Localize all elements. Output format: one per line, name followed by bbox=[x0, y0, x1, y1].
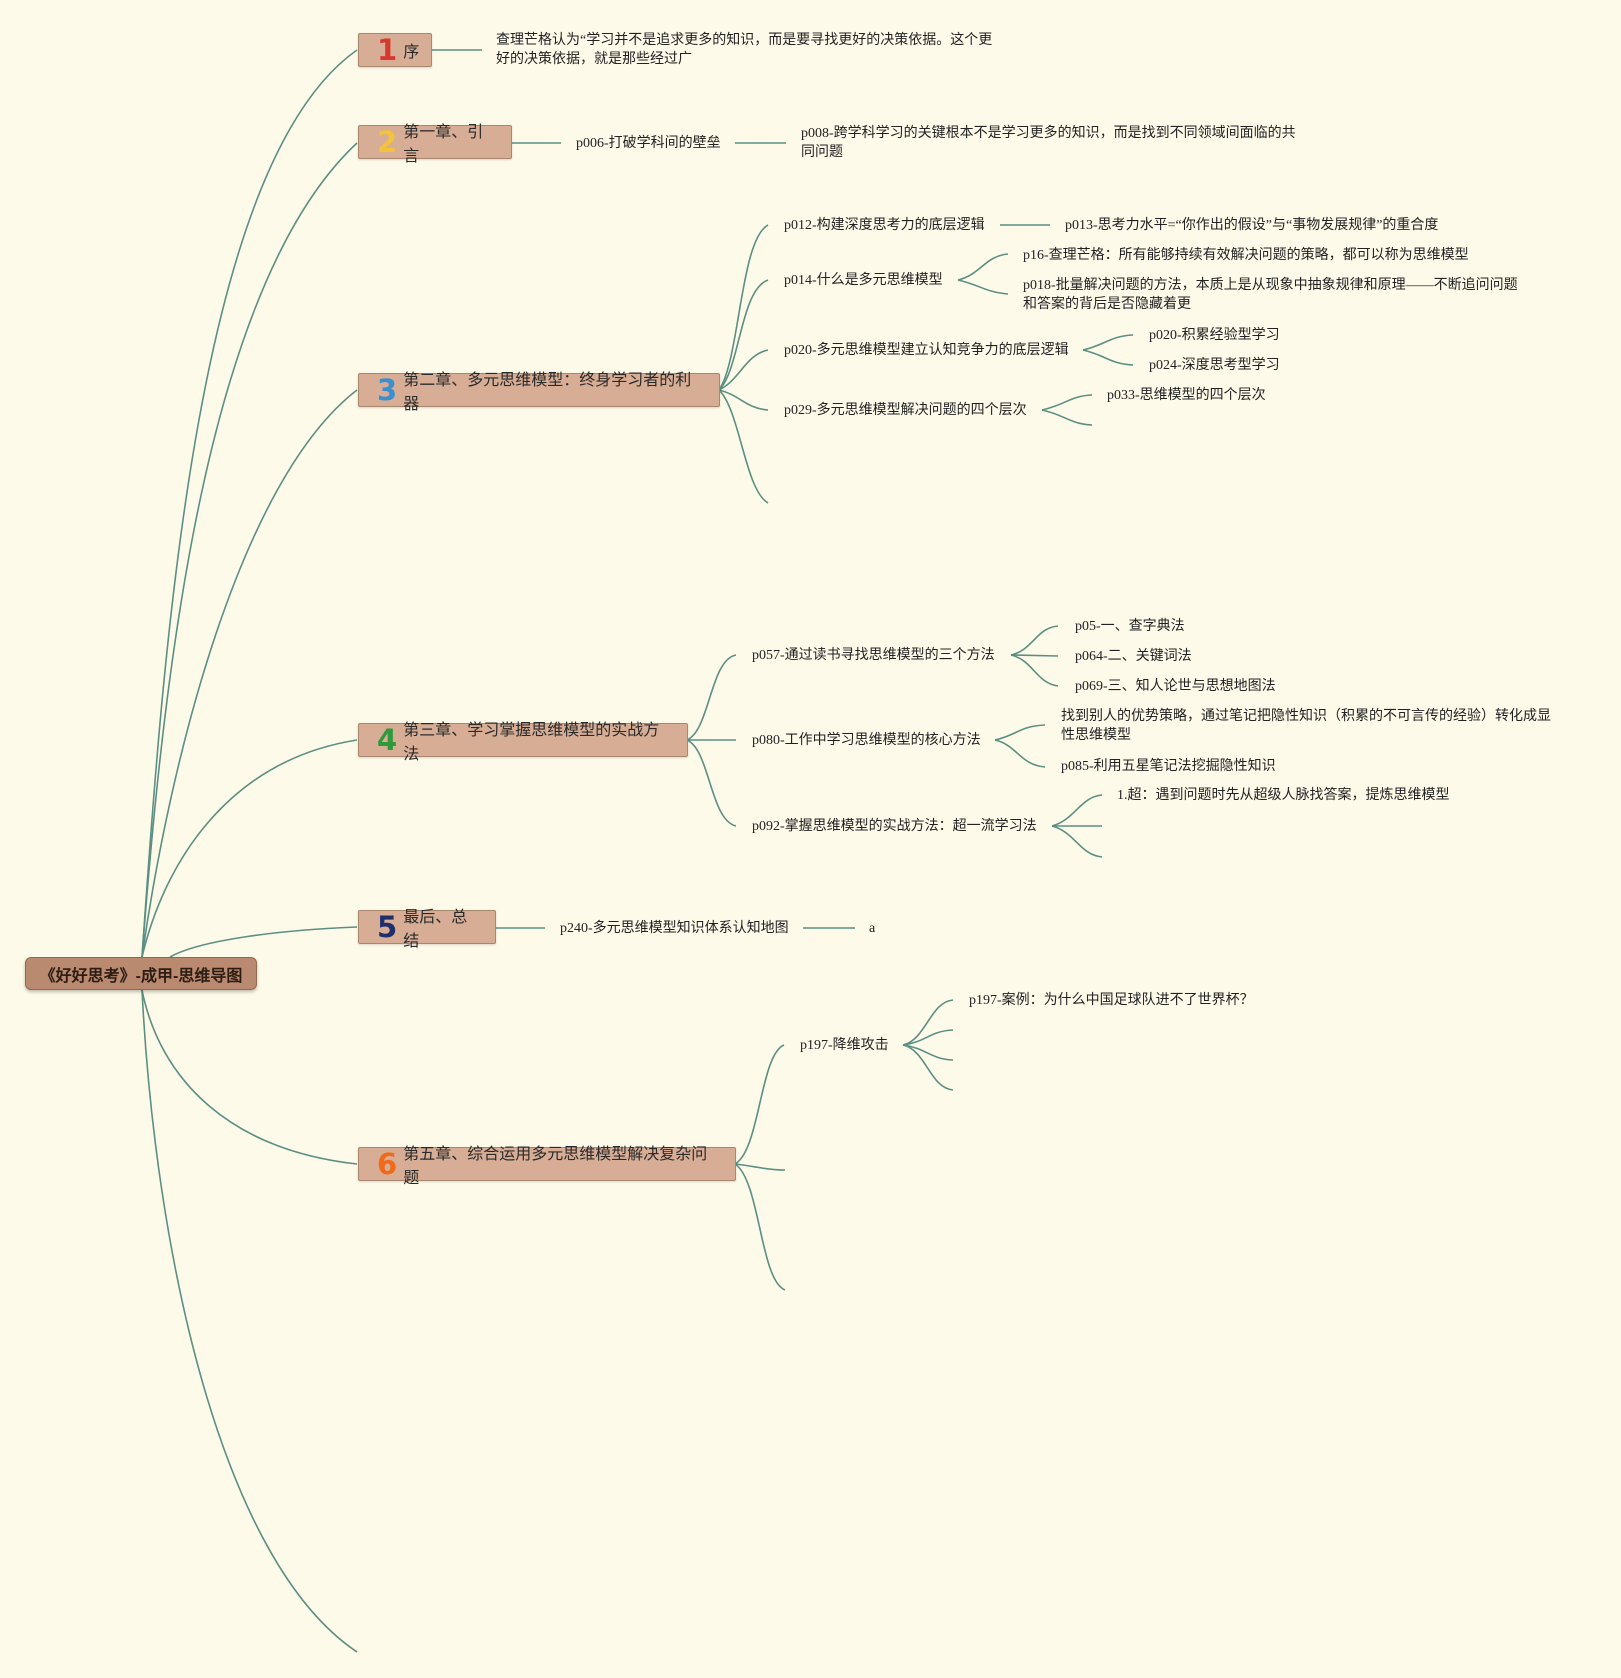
connector-ch6-sub1 bbox=[734, 1044, 785, 1165]
chapter-label: 序 bbox=[403, 44, 420, 61]
connector-root-ch1 bbox=[141, 49, 358, 958]
connector-ch3-sub3 bbox=[718, 349, 769, 391]
connector-ch3-sub1 bbox=[718, 224, 769, 391]
chapter-number: 1 bbox=[377, 32, 398, 67]
connector-root-ch3 bbox=[141, 389, 358, 958]
node-p008[interactable]: p008-跨学科学习的关键根本不是学习更多的知识，而是找到不同领域间面临的共同问… bbox=[801, 126, 1296, 160]
node-p16[interactable]: p16-查理芒格：所有能够持续有效解决问题的策略，都可以称为思维模型 bbox=[1023, 248, 1469, 263]
node-p006[interactable]: p006-打破学科间的壁垒 bbox=[576, 136, 721, 151]
node-p05[interactable]: p05-一、查字典法 bbox=[1075, 619, 1185, 634]
chapter-3[interactable]: 3 第二章、多元思维模型：终身学习者的利器 bbox=[358, 372, 720, 413]
connector-ch4-s2-c1 bbox=[994, 724, 1046, 741]
node-p057[interactable]: p057-通过读书寻找思维模型的三个方法 bbox=[752, 648, 995, 663]
node-super[interactable]: 1.超：遇到问题时先从超级人脉找答案，提炼思维模型 bbox=[1117, 788, 1450, 803]
node-p012[interactable]: p012-构建深度思考力的底层逻辑 bbox=[784, 218, 985, 233]
node-p069[interactable]: p069-三、知人论世与思想地图法 bbox=[1075, 679, 1276, 694]
connector-ch4-s2-c2 bbox=[994, 739, 1046, 768]
chapter-2[interactable]: 2 第一章、引言 bbox=[358, 124, 512, 165]
chapter-5[interactable]: 5 最后、总结 bbox=[358, 909, 496, 950]
chapter-label: 第三章、学习掌握思维模型的实战方法 bbox=[403, 722, 660, 763]
connector-ch4-s3-c1 bbox=[1051, 794, 1103, 827]
node-ch1-quote[interactable]: 查理芒格认为“学习并不是追求更多的知识，而是要寻找更好的决策依据。这个更好的决策… bbox=[496, 33, 993, 67]
connector-ch4-s1-c2 bbox=[1010, 654, 1059, 657]
node-p033[interactable]: p033-思维模型的四个层次 bbox=[1107, 388, 1266, 403]
node-p029[interactable]: p029-多元思维模型解决问题的四个层次 bbox=[784, 403, 1027, 418]
node-p018[interactable]: p018-批量解决问题的方法，本质上是从现象中抽象规律和原理——不断追问问题和答… bbox=[1023, 278, 1518, 312]
connector-root-ch5 bbox=[169, 926, 358, 958]
chapter-6[interactable]: 6 第五章、综合运用多元思维模型解决复杂问题 bbox=[358, 1146, 736, 1187]
connector-ch3-s4-c1 bbox=[1041, 394, 1093, 411]
connector-ch6-s1-c4 bbox=[902, 1044, 954, 1091]
connector-root-ch4 bbox=[141, 739, 358, 958]
connector-ch4-sub3 bbox=[686, 739, 737, 827]
node-p064[interactable]: p064-二、关键词法 bbox=[1075, 649, 1192, 664]
chapter-number: 3 bbox=[377, 372, 398, 407]
chapter-number: 4 bbox=[377, 722, 398, 757]
connector-ch3-s3-c2 bbox=[1082, 349, 1134, 366]
connector-ch3-sub4 bbox=[718, 389, 769, 411]
connector-ch6-s1-c2 bbox=[902, 1029, 954, 1046]
connector-ch4-sub1 bbox=[686, 654, 737, 741]
node-p020[interactable]: p020-多元思维模型建立认知竞争力的底层逻辑 bbox=[784, 343, 1069, 358]
node-p080[interactable]: p080-工作中学习思维模型的核心方法 bbox=[752, 733, 981, 748]
connector-ch3-s2-c2 bbox=[957, 279, 1009, 295]
connector-ch6-s1-c1 bbox=[902, 999, 954, 1046]
chapter-number: 5 bbox=[377, 909, 398, 944]
chapter-label: 最后、总结 bbox=[403, 909, 468, 950]
node-p020-experience[interactable]: p020-积累经验型学习 bbox=[1149, 328, 1280, 343]
connector-ch3-sub2 bbox=[718, 279, 769, 391]
connector-ch3-s2-c1 bbox=[957, 253, 1009, 281]
mindmap-root[interactable]: 《好好思考》-成甲-思维导图 bbox=[25, 957, 257, 990]
connector-ch4-s3-c3 bbox=[1051, 825, 1103, 858]
connector-root-ch2 bbox=[141, 142, 358, 958]
connector-ch6-sub3 bbox=[734, 1163, 786, 1291]
connector-ch3-s3-c1 bbox=[1082, 334, 1134, 351]
connector-root-ch6 bbox=[141, 989, 358, 1165]
connector-ch4-s1-c3 bbox=[1010, 654, 1059, 687]
connector-ch3-s4-c2 bbox=[1041, 409, 1093, 426]
chapter-label: 第二章、多元思维模型：终身学习者的利器 bbox=[403, 372, 692, 413]
chapter-4[interactable]: 4 第三章、学习掌握思维模型的实战方法 bbox=[358, 722, 688, 763]
chapter-label: 第五章、综合运用多元思维模型解决复杂问题 bbox=[403, 1146, 708, 1187]
connector-ch4-s1-c1 bbox=[1010, 625, 1059, 656]
node-p013[interactable]: p013-思考力水平=“你作出的假设”与“事物发展规律”的重合度 bbox=[1065, 218, 1439, 233]
node-p197[interactable]: p197-降维攻击 bbox=[800, 1038, 889, 1053]
connector-root-extra bbox=[141, 989, 358, 1653]
connector-ch6-sub2 bbox=[734, 1163, 786, 1171]
node-p024[interactable]: p024-深度思考型学习 bbox=[1149, 358, 1280, 373]
node-strategy[interactable]: 找到别人的优势策略，通过笔记把隐性知识（积累的不可言传的经验）转化成显性思维模型 bbox=[1061, 709, 1551, 743]
connector-ch3-sub5 bbox=[718, 389, 769, 504]
chapter-number: 2 bbox=[377, 124, 398, 159]
node-p014[interactable]: p014-什么是多元思维模型 bbox=[784, 273, 943, 288]
node-a[interactable]: a bbox=[869, 921, 876, 936]
node-p085[interactable]: p085-利用五星笔记法挖掘隐性知识 bbox=[1061, 759, 1276, 774]
chapter-number: 6 bbox=[377, 1146, 398, 1181]
chapter-label: 第一章、引言 bbox=[403, 124, 484, 165]
node-p197-case[interactable]: p197-案例：为什么中国足球队进不了世界杯？ bbox=[969, 993, 1254, 1008]
chapter-1[interactable]: 1 序 bbox=[358, 33, 432, 67]
node-p240[interactable]: p240-多元思维模型知识体系认知地图 bbox=[560, 921, 789, 936]
node-p092[interactable]: p092-掌握思维模型的实战方法：超一流学习法 bbox=[752, 819, 1037, 834]
